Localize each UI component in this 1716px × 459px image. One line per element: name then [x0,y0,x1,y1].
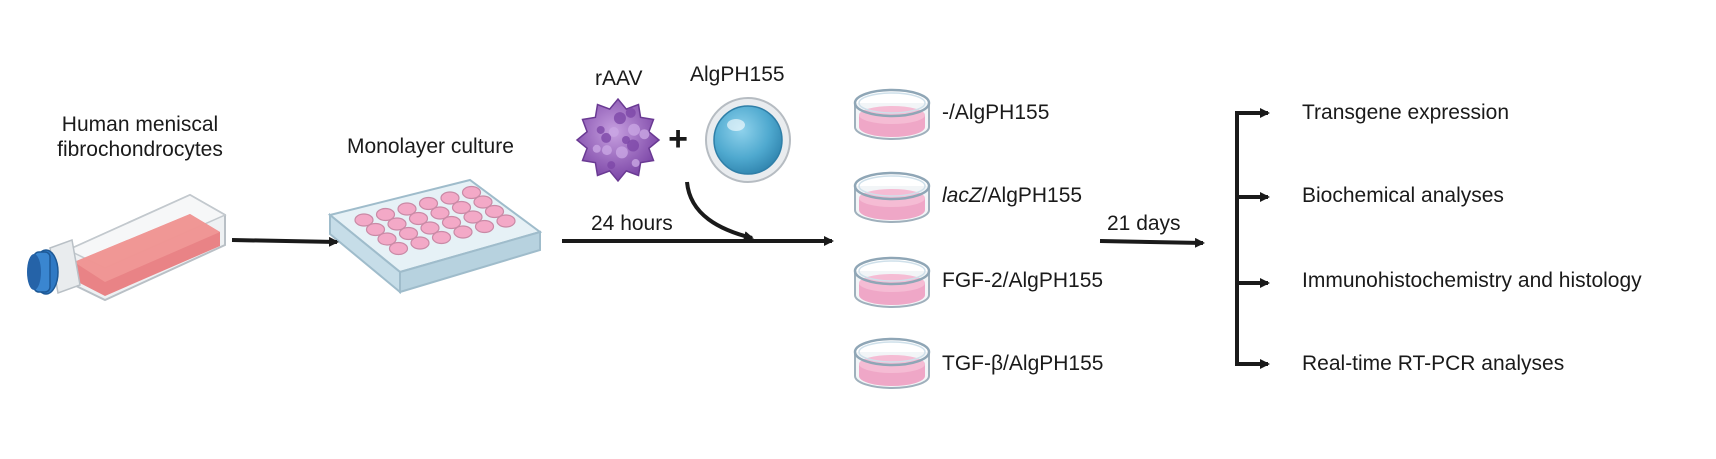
culture-dish-icon [853,337,931,389]
plate-well [453,225,473,239]
plate-well [461,185,482,200]
plate-well [451,200,472,215]
culture-label: Monolayer culture [347,135,514,158]
group-label-4: TGF-β/AlgPH155 [942,351,1103,376]
plate-well [418,196,439,211]
analysis-label-1: Transgene expression [1302,101,1510,124]
hydrogel-bead-icon [705,97,791,183]
arrow-flask-to-plate [231,236,339,247]
group-label-3: FGF-2/AlgPH155 [942,268,1103,293]
group-2-prefix-italic: lacZ [942,184,982,207]
plate-well [408,211,429,226]
arrow-groups-to-analyses [1099,237,1205,248]
analysis-label-3: Immunohistochemistry and histology [1302,269,1642,292]
analysis-bracket [1235,108,1270,369]
well-plate-icon [327,178,543,295]
group-label-2: lacZ/AlgPH155 [942,183,1082,208]
plate-well [354,213,374,227]
culture-dish-icon [853,88,931,140]
group-4-suffix: AlgPH155 [1008,352,1104,375]
plate-well [431,230,452,245]
plate-well [441,215,462,230]
culture-dish-icon [853,256,931,308]
group-3-suffix: AlgPH155 [1008,269,1104,292]
raav-virus-icon [575,97,661,183]
hydrogel-label: AlgPH155 [690,63,785,86]
step2-duration: 21 days [1107,212,1181,235]
plate-well [473,195,493,209]
group-1-prefix: -/ [942,101,955,124]
plus-sign: + [668,120,688,158]
analysis-label-4: Real-time RT-PCR analyses [1302,352,1565,375]
plate-well [397,202,417,216]
vector-label: rAAV [595,67,643,90]
group-4-prefix: TGF-β/ [942,352,1009,375]
plate-well [463,210,483,224]
plate-well [410,236,430,250]
source-label-line1: Human meniscal [61,113,219,136]
plate-well [420,221,440,235]
step1-duration: 24 hours [591,212,673,235]
plate-well [375,207,396,222]
plate-well [365,222,386,237]
plate-well [377,232,397,246]
plate-well [484,204,505,219]
group-1-suffix: AlgPH155 [954,101,1050,124]
culture-dish-icon [853,171,931,223]
group-label-1: -/AlgPH155 [942,100,1049,125]
arrow-transduction-curve [685,181,754,241]
plate-well [388,241,409,256]
plate-well [496,214,516,228]
plate-well [387,217,407,231]
plate-well [430,206,450,220]
group-2-suffix: /AlgPH155 [981,184,1083,207]
analysis-label-2: Biochemical analyses [1302,184,1504,207]
source-label-line2: fibrochondrocytes [57,138,223,161]
group-3-prefix: FGF-2/ [942,269,1009,292]
plate-well [440,191,460,205]
culture-flask-icon [27,193,227,302]
plate-well [398,226,419,241]
source-label: Human meniscal fibrochondrocytes [40,112,240,162]
plate-well [474,219,495,234]
